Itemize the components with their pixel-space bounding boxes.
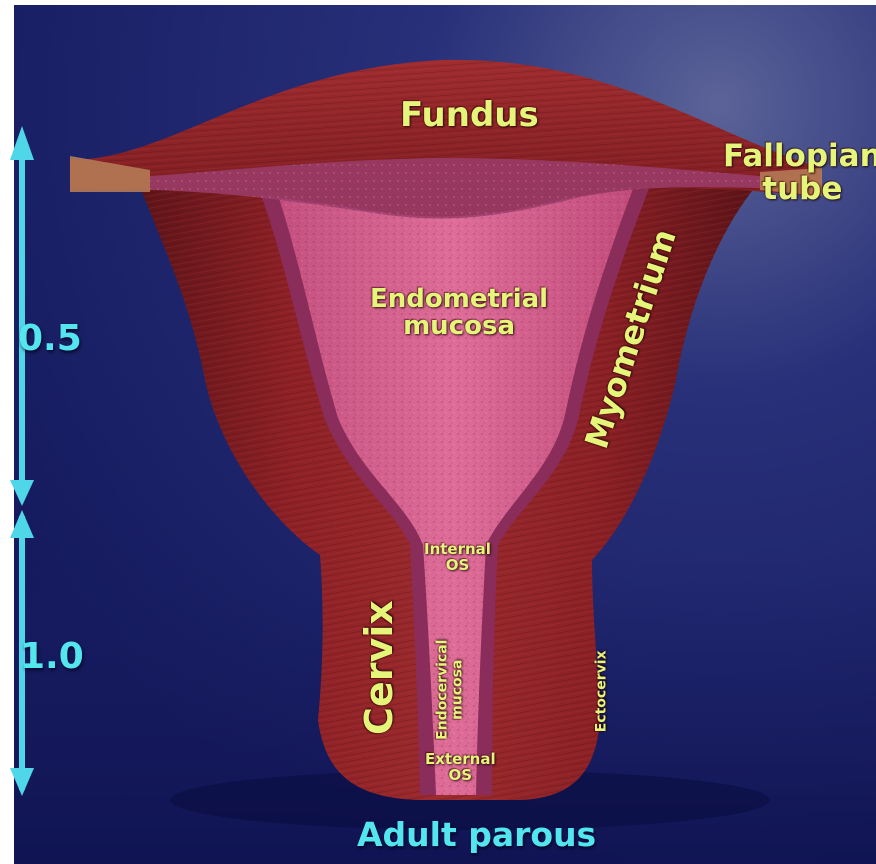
label-endometrial-mucosa: Endometrial mucosa (370, 286, 548, 341)
scale-label-lower: 1.0 (20, 636, 84, 677)
label-internal-os: Internal OS (424, 542, 491, 574)
left-border (0, 0, 14, 864)
top-border (0, 0, 876, 5)
label-fallopian-tube: Fallopian tube (723, 140, 876, 205)
caption-adult-parous: Adult parous (357, 815, 596, 854)
label-endocervical-mucosa: Endocervical mucosa (435, 635, 464, 745)
label-external-os: External OS (425, 752, 496, 784)
scale-label-upper: 0.5 (18, 318, 82, 359)
label-fundus: Fundus (400, 98, 539, 134)
label-cervix: Cervix (360, 605, 400, 735)
label-ectocervix: Ectocervix (595, 646, 610, 736)
